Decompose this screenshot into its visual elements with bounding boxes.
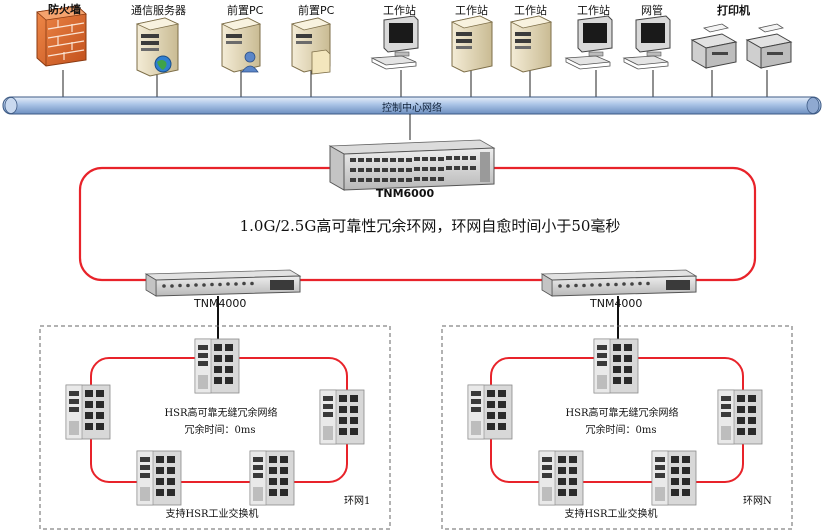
workstation-label: 工作站 xyxy=(577,4,610,17)
firewall-icon xyxy=(36,5,87,67)
ringN-hsr-switch xyxy=(717,389,763,445)
comm-server-icon xyxy=(135,17,180,77)
hsr-title: HSR高可靠无缝冗余网络 xyxy=(565,408,679,419)
ringN-hsr-switch xyxy=(593,338,639,394)
firewall-label: 防火墙 xyxy=(48,3,81,16)
workstation-monitor-icon xyxy=(370,15,419,70)
aggregation-switch-tnm4000 xyxy=(144,269,302,297)
network-management-monitor-icon xyxy=(622,15,671,70)
ring1-hsr-switch xyxy=(194,338,240,394)
hsr-time: 冗余时间：0ms xyxy=(585,425,657,436)
core-switch-label: TNM6000 xyxy=(375,187,435,200)
network-management-label: 网管 xyxy=(641,4,663,17)
front-pc-label: 前置PC xyxy=(298,4,335,17)
workstation-label: 工作站 xyxy=(455,4,488,17)
ringN-hsr-switch xyxy=(538,450,584,506)
printer-icon xyxy=(745,23,793,69)
printer-icon xyxy=(690,23,738,69)
workstation-tower-icon xyxy=(450,15,494,73)
hsr-switch-caption: 支持HSR工业交换机 xyxy=(165,509,259,520)
backbone-description: 1.0G/2.5G高可靠性冗余环网，环网自愈时间小于50毫秒 xyxy=(239,217,621,235)
hsr-time: 冗余时间：0ms xyxy=(184,425,256,436)
ring1-hsr-switch xyxy=(249,450,295,506)
ringN-region xyxy=(441,325,793,530)
ring1-hsr-switch xyxy=(136,450,182,506)
control-center-network-bus xyxy=(2,96,822,115)
ringN-hsr-switch xyxy=(651,450,697,506)
hsr-switch-caption: 支持HSR工业交换机 xyxy=(564,509,658,520)
device-drop-lines xyxy=(62,70,768,97)
workstation-label: 工作站 xyxy=(514,4,547,17)
front-pc-doc-icon xyxy=(290,17,332,75)
workstation-monitor-icon xyxy=(564,15,613,70)
ring1-hsr-switch xyxy=(319,389,365,445)
front-pc-label: 前置PC xyxy=(227,4,264,17)
printer-label: 打印机 xyxy=(717,4,750,17)
aggregation-switch-tnm4000 xyxy=(540,269,698,297)
tnm4000-label: TNM4000 xyxy=(590,297,643,310)
ring-name: 环网N xyxy=(743,496,772,507)
ring-name: 环网1 xyxy=(344,496,371,507)
bus-label: 控制中心网络 xyxy=(382,103,442,114)
front-pc-user-icon xyxy=(220,17,262,73)
core-switch-tnm6000 xyxy=(328,139,496,191)
comm-server-label: 通信服务器 xyxy=(131,4,186,17)
hsr-title: HSR高可靠无缝冗余网络 xyxy=(164,408,278,419)
ring1-hsr-switch xyxy=(65,384,111,440)
ring1-region xyxy=(39,325,391,530)
workstation-label: 工作站 xyxy=(383,4,416,17)
workstation-tower-icon xyxy=(509,15,553,73)
ringN-hsr-switch xyxy=(467,384,513,440)
tnm4000-label: TNM4000 xyxy=(194,297,247,310)
